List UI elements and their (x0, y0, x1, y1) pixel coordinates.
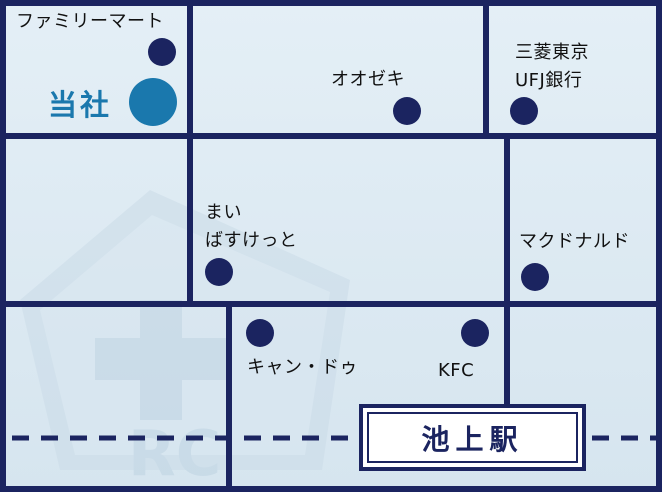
candoo-label: キャン・ドゥ (247, 357, 358, 378)
company-label: 当社 (48, 88, 113, 122)
station-inner-border (367, 412, 578, 463)
familymart-label: ファミリーマート (16, 11, 164, 32)
kfc-marker[interactable] (461, 319, 489, 347)
ikegami-station[interactable]: 池上駅 (359, 404, 586, 471)
mufg-label: 三菱東京 UFJ銀行 (515, 42, 589, 91)
ozeki-label: オオゼキ (331, 69, 405, 90)
watermark-logo: RC (20, 190, 350, 490)
station-label: 池上駅 (421, 422, 524, 456)
mufg-marker[interactable] (510, 97, 538, 125)
company-marker[interactable] (129, 78, 177, 126)
familymart-marker[interactable] (148, 38, 176, 66)
mcdonalds-marker[interactable] (521, 263, 549, 291)
maibasu-marker[interactable] (205, 258, 233, 286)
maibasu-label: まい ばすけっと (205, 202, 298, 251)
watermark-text: RC (128, 417, 221, 490)
kfc-label: KFC (438, 360, 475, 381)
ozeki-marker[interactable] (393, 97, 421, 125)
candoo-marker[interactable] (246, 319, 274, 347)
mcdonalds-label: マクドナルド (519, 231, 630, 252)
